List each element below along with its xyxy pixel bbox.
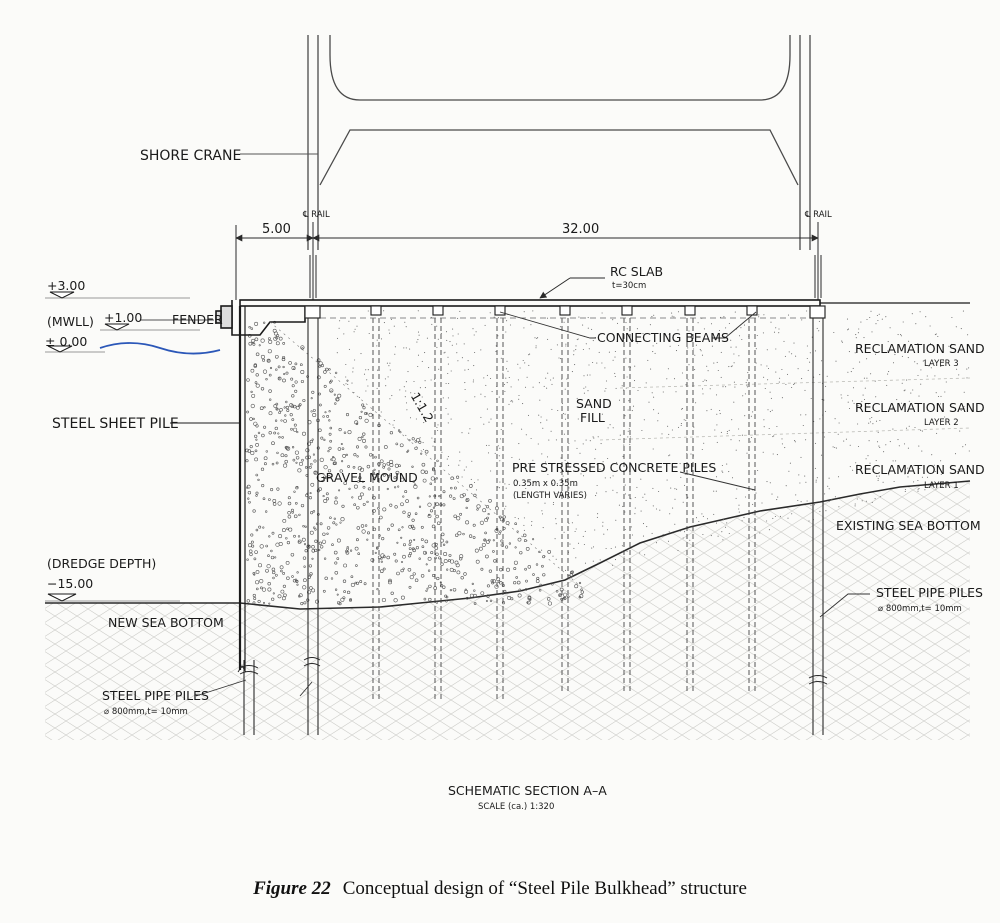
layer-3-label: LAYER 3 bbox=[924, 359, 959, 369]
steel-pipe-piles-left-label: STEEL PIPE PILES bbox=[102, 688, 209, 703]
prestressed-piles-length: (LENGTH VARIES) bbox=[513, 491, 587, 501]
prestressed-concrete-piles bbox=[372, 318, 756, 700]
rail-right-label: ℄ RAIL bbox=[804, 210, 832, 220]
sand-fill-dots bbox=[336, 309, 970, 571]
reclamation-layer-lines bbox=[599, 377, 971, 441]
prestressed-piles-label: PRE STRESSED CONCRETE PILES bbox=[512, 460, 716, 475]
level-minus15-label: −15.00 bbox=[47, 576, 93, 591]
existing-seabed-line bbox=[45, 480, 971, 610]
gravel-mound-label: GRAVEL MOUND bbox=[316, 470, 418, 485]
slope-ratio-label: 1:1.2 bbox=[408, 390, 437, 425]
level-plus3-label: +3.00 bbox=[47, 278, 85, 293]
figure-caption-text: Conceptual design of “Steel Pile Bulkhea… bbox=[342, 878, 747, 899]
layer-1-label: LAYER 1 bbox=[924, 481, 959, 491]
shore-crane-outline bbox=[307, 35, 811, 250]
rc-slab-thickness: t=30cm bbox=[612, 281, 646, 291]
seabed-region bbox=[45, 480, 971, 740]
steel-sheet-pile bbox=[170, 306, 247, 673]
water-surface bbox=[99, 342, 221, 355]
level-zero-label: ± 0.00 bbox=[45, 334, 87, 349]
quay-front-fender bbox=[140, 300, 306, 336]
figure-caption: Figure 22 Conceptual design of “Steel Pil… bbox=[0, 878, 1000, 900]
dimension-lines bbox=[235, 222, 819, 300]
sand-fill-label-1: SAND bbox=[576, 396, 612, 411]
prestressed-piles-size: 0.35m x 0.35m bbox=[513, 479, 578, 489]
connecting-beams bbox=[320, 305, 810, 319]
existing-sea-bottom-label: EXISTING SEA BOTTOM bbox=[836, 518, 981, 533]
rc-slab bbox=[239, 277, 970, 307]
level-plus1-label: +1.00 bbox=[104, 310, 142, 325]
steel-pipe-piles bbox=[239, 305, 828, 735]
reclamation-sand-3-label: RECLAMATION SAND bbox=[855, 341, 985, 356]
rail-left-label: ℄ RAIL bbox=[302, 210, 330, 220]
steel-pipe-spec-right: ⌀ 800mm,t= 10mm bbox=[878, 604, 962, 614]
slope-line bbox=[269, 321, 586, 591]
level-markers bbox=[45, 291, 200, 602]
dimension-left-label: 5.00 bbox=[262, 222, 291, 237]
gravel-mound-fill bbox=[245, 320, 584, 606]
fender-label: FENDER bbox=[172, 312, 223, 327]
crane-rail-markers bbox=[309, 255, 822, 298]
layer-2-label: LAYER 2 bbox=[924, 418, 959, 428]
reclamation-sand-1-label: RECLAMATION SAND bbox=[855, 462, 985, 477]
steel-pipe-piles-right-label: STEEL PIPE PILES bbox=[876, 585, 983, 600]
dredge-depth-label: (DREDGE DEPTH) bbox=[47, 556, 156, 571]
dimension-span-label: 32.00 bbox=[562, 222, 599, 237]
steel-pipe-spec-left: ⌀ 800mm,t= 10mm bbox=[104, 707, 188, 717]
sand-fill-label-2: FILL bbox=[580, 410, 605, 425]
section-scale: SCALE (ca.) 1:320 bbox=[478, 802, 554, 812]
rc-slab-label: RC SLAB bbox=[610, 264, 663, 279]
mwll-label: (MWLL) bbox=[47, 314, 94, 329]
steel-sheet-pile-label: STEEL SHEET PILE bbox=[52, 416, 179, 432]
shore-crane-label: SHORE CRANE bbox=[140, 148, 241, 164]
reclamation-sand-2-label: RECLAMATION SAND bbox=[855, 400, 985, 415]
section-title: SCHEMATIC SECTION A–A bbox=[448, 783, 607, 798]
callout-leaders bbox=[195, 311, 870, 697]
new-sea-bottom-label: NEW SEA BOTTOM bbox=[108, 615, 224, 630]
connecting-beams-label: CONNECTING BEAMS bbox=[597, 330, 729, 345]
figure-number: Figure 22 bbox=[253, 878, 331, 899]
